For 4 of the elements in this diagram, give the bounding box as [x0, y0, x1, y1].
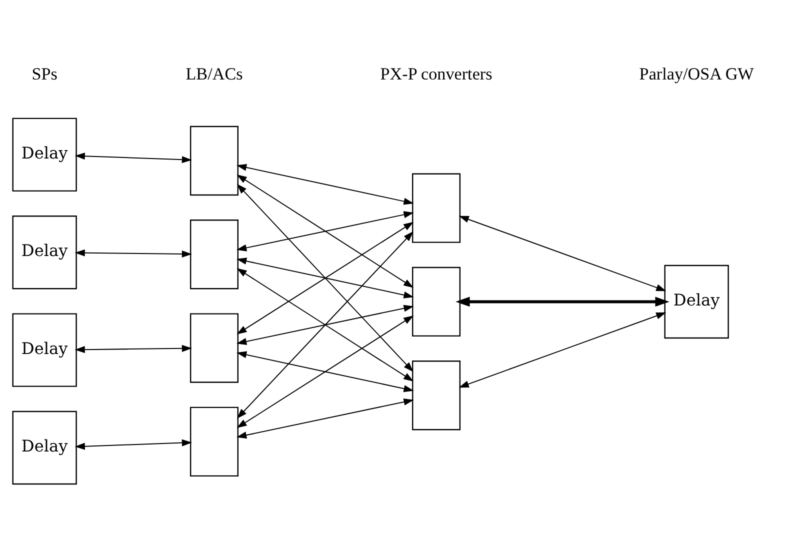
- label: LB/ACs: [186, 64, 243, 83]
- label: Parlay/OSA GW: [639, 64, 754, 83]
- label: PX-P converters: [380, 64, 492, 83]
- label: SPs: [32, 64, 58, 83]
